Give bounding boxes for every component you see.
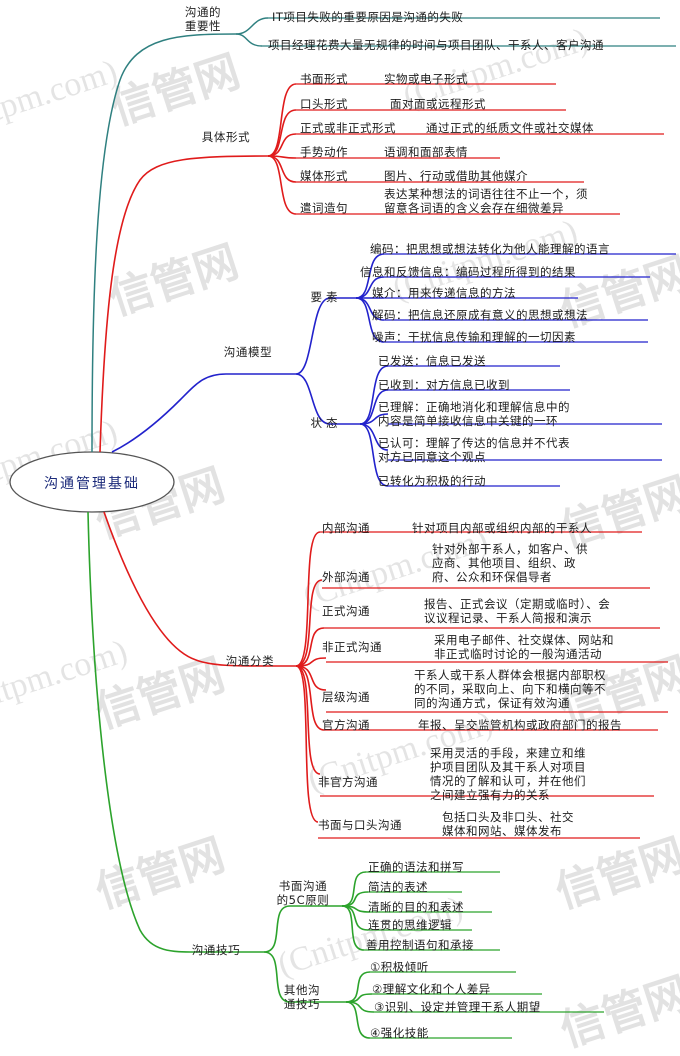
leaf-name[interactable]: 口头形式 xyxy=(300,97,348,111)
leaf-item[interactable]: 善用控制语句和承接 xyxy=(366,938,474,952)
leaf-name[interactable]: 正式沟通 xyxy=(322,604,370,618)
branch-line-skills xyxy=(87,511,604,1039)
leaf-desc[interactable]: 报告、正式会议（定期或临时）、会 议议程记录、干系人简报和演示 xyxy=(424,597,611,625)
branch-line-classification xyxy=(103,511,668,839)
leaf-desc[interactable]: 干系人或干系人群体会根据内部职权 的不同，采取向上、向下和横向等不 同的沟通方式… xyxy=(414,668,606,710)
leaf-name[interactable]: 遣词造句 xyxy=(300,201,348,215)
leaf-desc[interactable]: 通过正式的纸质文件或社交媒体 xyxy=(426,121,594,135)
leaf-item[interactable]: 连贯的思维逻辑 xyxy=(368,918,452,932)
leaf-desc[interactable]: 采用灵活的手段，来建立和维 护项目团队及其干系人对项目 情况的了解和认可，并在他… xyxy=(430,746,586,802)
leaf-item[interactable]: 已收到：对方信息已收到 xyxy=(378,378,510,392)
leaf-item[interactable]: ②理解文化和个人差异 xyxy=(372,982,491,996)
branch-line-forms xyxy=(99,83,664,453)
leaf-item[interactable]: 编码：把思想或想法转化为他人能理解的语言 xyxy=(370,242,610,256)
branch-label-importance[interactable]: 沟通的 重要性 xyxy=(184,5,222,33)
leaf-item[interactable]: ①积极倾听 xyxy=(370,960,429,974)
leaf-item[interactable]: 媒介：用来传递信息的方法 xyxy=(372,286,516,300)
leaf-name[interactable]: 正式或非正式形式 xyxy=(300,121,396,135)
branch-label-forms[interactable]: 具体形式 xyxy=(201,130,251,144)
leaf-name[interactable]: 书面与口头沟通 xyxy=(318,818,402,832)
leaf-name[interactable]: 媒体形式 xyxy=(300,169,348,183)
leaf-item[interactable]: 清晰的目的和表述 xyxy=(368,900,464,914)
leaf-desc[interactable]: 实物或电子形式 xyxy=(384,72,468,86)
group-label-status[interactable]: 状态 xyxy=(310,416,342,430)
leaf-name[interactable]: 内部沟通 xyxy=(322,521,370,535)
branch-line-model xyxy=(111,253,676,487)
leaf-item[interactable]: 已理解：正确地消化和理解信息中的 内容是简单接收信息中关键的一环 xyxy=(378,400,570,428)
leaf-item[interactable]: 正确的语法和拼写 xyxy=(368,860,464,874)
leaf-name[interactable]: 手势动作 xyxy=(300,145,348,159)
leaf-item[interactable]: 噪声：干扰信息传输和理解的一切因素 xyxy=(372,330,576,344)
branch-label-model[interactable]: 沟通模型 xyxy=(223,345,273,359)
leaf-item[interactable]: 信息和反馈信息：编码过程所得到的结果 xyxy=(360,265,576,279)
leaf-item[interactable]: ④强化技能 xyxy=(370,1026,429,1040)
leaf-name[interactable]: 官方沟通 xyxy=(322,718,370,732)
leaf-item[interactable]: 简洁的表述 xyxy=(368,880,428,894)
leaf-item[interactable]: 已转化为积极的行动 xyxy=(378,474,486,488)
leaf-name[interactable]: 非官方沟通 xyxy=(318,775,378,789)
group-label-other-skills[interactable]: 其他沟 通技巧 xyxy=(283,983,321,1011)
leaf-desc[interactable]: 表达某种想法的词语往往不止一个，须 留意各词语的含义会存在细微差异 xyxy=(384,187,588,215)
group-label-elements[interactable]: 要素 xyxy=(310,290,342,304)
leaf-item[interactable]: 已发送：信息已发送 xyxy=(378,354,486,368)
leaf-desc[interactable]: 采用电子邮件、社交媒体、网站和 非正式临时讨论的一般沟通活动 xyxy=(434,633,614,661)
leaf-name[interactable]: 层级沟通 xyxy=(322,690,370,704)
leaf-name[interactable]: 书面形式 xyxy=(300,72,348,86)
group-label-5c[interactable]: 书面沟通 的5C原则 xyxy=(276,879,330,907)
leaf-desc[interactable]: 面对面或远程形式 xyxy=(390,97,486,111)
leaf-name[interactable]: 外部沟通 xyxy=(322,570,370,584)
leaf-desc[interactable]: 针对项目内部或组织内部的干系人 xyxy=(412,521,592,535)
leaf-item[interactable]: ③识别、设定并管理干系人期望 xyxy=(374,1000,541,1014)
branch-label-skills[interactable]: 沟通技巧 xyxy=(191,943,241,957)
leaf-item[interactable]: 项目经理花费大量无规律的时间与项目团队、干系人、客户沟通 xyxy=(268,38,604,52)
branch-label-classification[interactable]: 沟通分类 xyxy=(225,654,275,668)
leaf-item[interactable]: IT项目失败的重要原因是沟通的失败 xyxy=(272,10,464,24)
root-node-label: 沟通管理基础 xyxy=(44,476,140,492)
leaf-name[interactable]: 非正式沟通 xyxy=(322,640,382,654)
leaf-item[interactable]: 已认可：理解了传达的信息并不代表 对方已同意这个观点 xyxy=(378,436,570,464)
leaf-item[interactable]: 解码：把信息还原成有意义的思想或想法 xyxy=(372,308,588,322)
leaf-desc[interactable]: 针对外部干系人，如客户、供 应商、其他项目、组织、政 府、公众和环保倡导者 xyxy=(432,542,588,584)
leaf-desc[interactable]: 包括口头及非口头、社交 媒体和网站、媒体发布 xyxy=(442,810,574,838)
branch-line-importance xyxy=(91,17,676,453)
leaf-desc[interactable]: 图片、行动或借助其他媒介 xyxy=(384,169,528,183)
leaf-desc[interactable]: 年报、呈交监管机构或政府部门的报告 xyxy=(418,718,622,732)
leaf-desc[interactable]: 语调和面部表情 xyxy=(384,145,468,159)
